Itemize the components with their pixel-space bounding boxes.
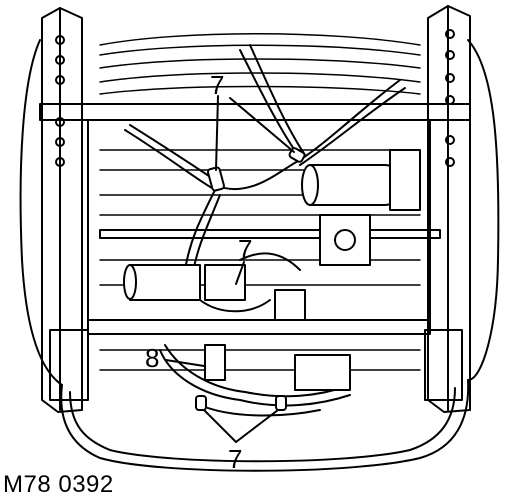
- cross-members: [39, 103, 471, 335]
- callout-label-middle: 7: [238, 234, 253, 264]
- right-side-rail: [424, 5, 471, 413]
- callout-leaders: [165, 95, 295, 443]
- left-side-rail: [41, 7, 89, 413]
- seat-motors: [123, 149, 421, 391]
- figure-code: M78 0392: [3, 471, 114, 498]
- callout-label-bottom: 7: [228, 444, 243, 474]
- callout-label-top: 7: [210, 70, 225, 100]
- callout-label-left: 8: [145, 343, 160, 373]
